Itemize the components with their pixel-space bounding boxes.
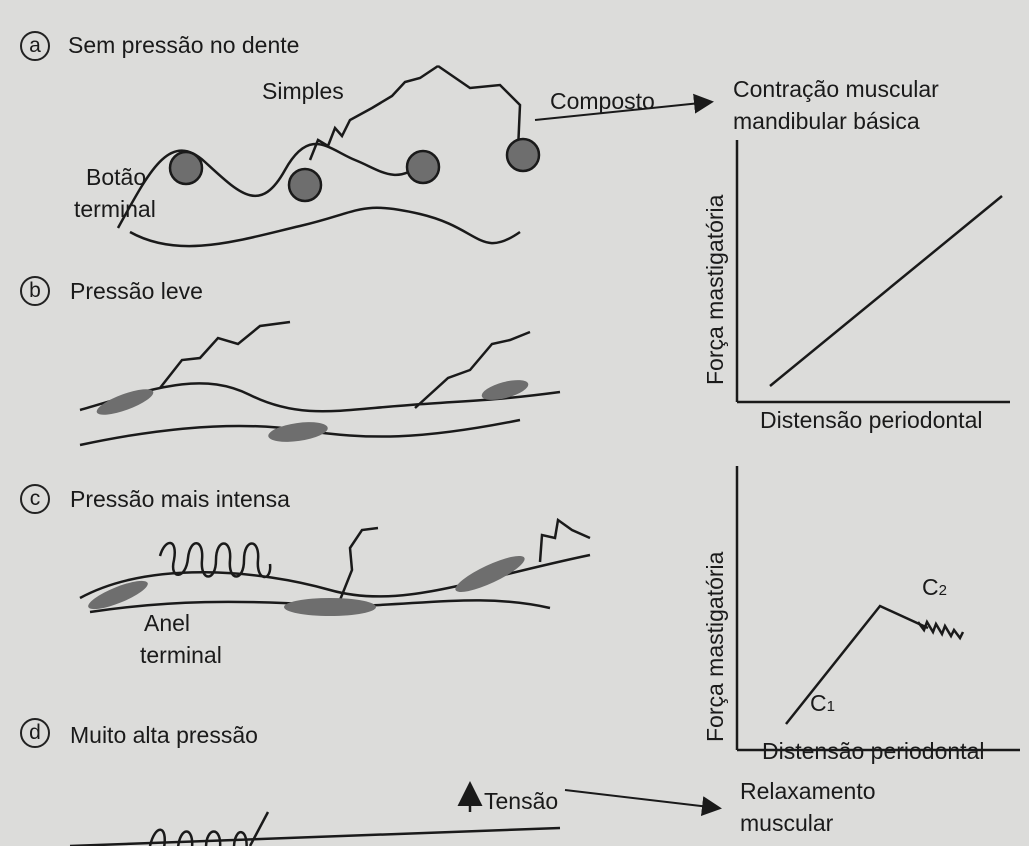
label-tension: Tensão	[484, 788, 559, 814]
flattened-ending-icon	[268, 422, 328, 442]
panel-c-title: Pressão mais intensa	[70, 486, 290, 512]
upper-graph-curve	[769, 195, 1003, 387]
label-bulb-line1: Botão	[86, 164, 147, 190]
nerve-fiber-branch	[538, 517, 591, 563]
panel-d-title: Muito alta pressão	[70, 722, 258, 748]
terminal-bulb-icon	[405, 149, 441, 185]
upper-graph-xlabel: Distensão periodontal	[760, 407, 983, 433]
upper-graph-ylabel: Força mastigatória	[702, 194, 728, 385]
nerve-fiber-base	[69, 826, 561, 846]
flattened-ending-icon	[455, 555, 525, 593]
panel-c-drawing	[79, 517, 591, 616]
nerve-fiber-branch	[248, 811, 270, 846]
label-ring-line2: terminal	[140, 642, 222, 668]
panel-a-drawing	[116, 64, 541, 248]
lower-graph-curve	[785, 604, 929, 725]
curve-label-c1: C1	[810, 690, 835, 716]
panel-b-title: Pressão leve	[70, 278, 203, 304]
terminal-ring-coil	[148, 828, 248, 846]
terminal-ring-coil	[158, 541, 272, 579]
panel-b-drawing	[79, 320, 561, 447]
flattened-ending-icon	[481, 380, 529, 400]
lower-graph-xlabel: Distensão periodontal	[762, 738, 985, 764]
terminal-bulb-icon	[287, 167, 323, 203]
panel-a-title: Sem pressão no dente	[68, 32, 300, 58]
nerve-fiber-branch	[414, 330, 531, 409]
nerve-fiber-lower	[129, 206, 521, 248]
label-ring-line1: Anel	[144, 610, 191, 636]
arrow-to-graph	[534, 93, 714, 121]
nerve-fiber-simple	[116, 142, 421, 229]
panel-a-letter: a	[20, 31, 50, 61]
lower-graph-ylabel: Força mastigatória	[702, 551, 728, 742]
label-compound: Composto	[550, 88, 655, 114]
arrow-to-relax	[564, 789, 722, 817]
lower-graph	[735, 466, 1020, 752]
flattened-ending-icon	[96, 389, 154, 415]
terminal-bulb-icon	[168, 150, 204, 186]
nerve-fiber-upper	[79, 382, 561, 413]
label-relax-line1: Relaxamento	[740, 778, 876, 804]
nerve-fiber-branch	[308, 64, 439, 161]
panel-d-letter: d	[20, 718, 50, 748]
curve-label-c2: C2	[922, 574, 947, 600]
flattened-ending-icon	[284, 598, 376, 616]
label-bulb-line2: terminal	[74, 196, 156, 222]
panel-b-letter: b	[20, 276, 50, 306]
spring-zigzag-icon	[917, 619, 965, 641]
nerve-fiber-compound	[437, 64, 522, 151]
flattened-ending-icon	[88, 580, 148, 610]
panel-c-letter: c	[20, 484, 50, 514]
label-simple: Simples	[262, 78, 344, 104]
upper-graph-title-line2: mandibular básica	[733, 108, 920, 134]
nerve-fiber-branch	[159, 320, 291, 389]
label-relax-line2: muscular	[740, 810, 834, 836]
panel-d-drawing	[69, 811, 561, 846]
upper-graph-title-line1: Contração muscular	[733, 76, 939, 102]
nerve-fiber-branch	[338, 526, 379, 601]
terminal-bulb-icon	[505, 137, 541, 173]
upper-graph	[735, 140, 1010, 404]
